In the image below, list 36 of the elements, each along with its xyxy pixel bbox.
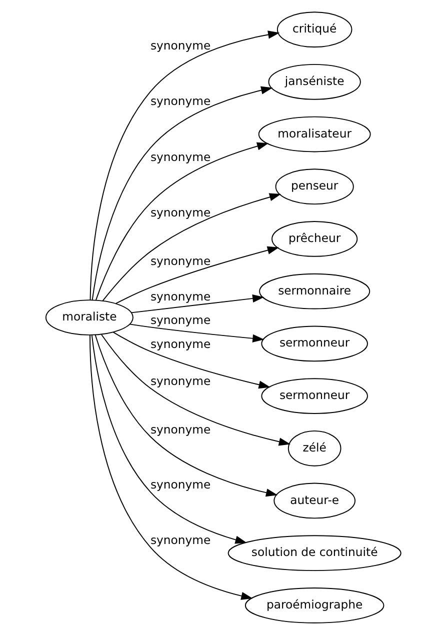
- edge-label: synonyme: [150, 337, 210, 352]
- arrow: [102, 193, 281, 302]
- node-ellipse: prêcheur: [271, 221, 358, 257]
- node-ellipse: zélé: [287, 430, 341, 466]
- edge-label: synonyme: [150, 205, 210, 220]
- arrow: [128, 324, 264, 342]
- edge-label: synonyme: [150, 374, 210, 388]
- arrow: [94, 334, 278, 497]
- edge-label: synonyme: [150, 532, 210, 547]
- node-ellipse: auteur-e: [273, 482, 356, 519]
- edge-label: synonyme: [150, 478, 210, 492]
- node-ellipse: penseur: [274, 168, 354, 205]
- node-ellipse: sermonneur: [260, 326, 368, 362]
- node-ellipse: moralisateur: [258, 116, 370, 152]
- arrow: [90, 334, 246, 544]
- node-ellipse: sermonneur: [260, 378, 368, 414]
- arrow: [130, 294, 264, 314]
- arrow: [89, 30, 280, 300]
- arrow: [115, 246, 279, 304]
- arrow: [91, 86, 272, 300]
- node-ellipse: paroémiographe: [244, 588, 384, 624]
- node-ellipse: critiqué: [276, 12, 352, 48]
- edge-label: synonyme: [150, 312, 210, 327]
- node-ellipse: janséniste: [268, 64, 360, 100]
- edge-label: synonyme: [150, 290, 210, 304]
- arrow: [94, 142, 268, 301]
- node-ellipse: sermonnaire: [258, 273, 370, 310]
- arrow: [100, 334, 290, 446]
- edge-label: synonyme: [150, 422, 210, 436]
- edge-label: synonyme: [150, 254, 210, 268]
- arrow: [112, 332, 270, 389]
- node-ellipse: moraliste: [44, 300, 133, 336]
- edge-label: synonyme: [150, 150, 210, 164]
- edge-label: synonyme: [150, 94, 210, 108]
- edge-label: synonyme: [150, 38, 210, 53]
- arrow: [89, 334, 252, 600]
